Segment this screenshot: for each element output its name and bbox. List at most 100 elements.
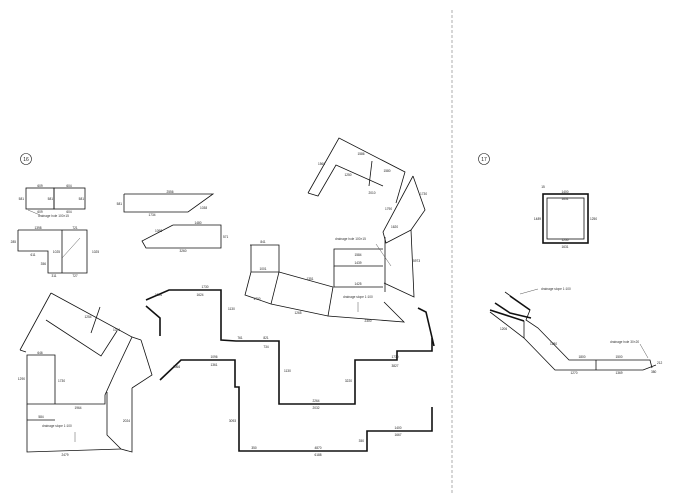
svg-text:drainage hole 100×15: drainage hole 100×15 xyxy=(335,237,366,241)
svg-text:1130: 1130 xyxy=(228,307,235,311)
svg-text:285: 285 xyxy=(11,240,17,244)
svg-text:1250: 1250 xyxy=(561,238,568,242)
svg-text:1800: 1800 xyxy=(578,355,585,359)
svg-text:1026: 1026 xyxy=(155,293,162,297)
svg-text:2300: 2300 xyxy=(364,319,371,323)
svg-text:356: 356 xyxy=(41,262,47,266)
svg-text:1096: 1096 xyxy=(210,355,217,359)
svg-text:1400: 1400 xyxy=(394,426,401,430)
svg-text:1730: 1730 xyxy=(420,192,427,196)
svg-text:3260: 3260 xyxy=(179,249,186,253)
svg-text:1001: 1001 xyxy=(259,267,266,271)
svg-text:2264: 2264 xyxy=(312,399,319,403)
svg-text:1790: 1790 xyxy=(385,207,392,211)
svg-text:581: 581 xyxy=(79,197,85,201)
svg-text:1270: 1270 xyxy=(570,371,577,375)
svg-text:16: 16 xyxy=(23,157,29,163)
svg-text:1098: 1098 xyxy=(155,229,162,233)
svg-text:1250: 1250 xyxy=(590,217,597,221)
svg-text:761: 761 xyxy=(237,336,243,340)
svg-text:1439: 1439 xyxy=(354,261,361,265)
svg-text:1026: 1026 xyxy=(113,328,120,332)
svg-text:581: 581 xyxy=(48,197,54,201)
svg-text:584: 584 xyxy=(38,415,44,419)
svg-text:1290: 1290 xyxy=(18,377,25,381)
svg-text:drainage slope 1:100: drainage slope 1:100 xyxy=(541,287,571,291)
svg-text:581: 581 xyxy=(19,197,25,201)
svg-text:5973: 5973 xyxy=(413,259,420,263)
svg-text:609: 609 xyxy=(37,184,43,188)
svg-text:1265: 1265 xyxy=(294,311,301,315)
svg-text:1425: 1425 xyxy=(354,282,361,286)
svg-text:1130: 1130 xyxy=(284,369,291,373)
svg-text:drainage hole 100×15: drainage hole 100×15 xyxy=(38,214,69,218)
svg-text:1667: 1667 xyxy=(394,433,401,437)
svg-text:311: 311 xyxy=(51,274,56,278)
svg-text:1250: 1250 xyxy=(344,173,351,177)
section-marker-16: 16 xyxy=(20,153,32,165)
svg-text:1500: 1500 xyxy=(615,355,622,359)
svg-text:604: 604 xyxy=(66,184,72,188)
svg-text:611: 611 xyxy=(30,253,35,257)
svg-text:609: 609 xyxy=(37,210,43,214)
svg-text:1700: 1700 xyxy=(253,297,260,301)
svg-text:604: 604 xyxy=(66,210,72,214)
svg-text:1369: 1369 xyxy=(615,371,622,375)
svg-text:4870: 4870 xyxy=(314,446,321,450)
panel-composite-center: 1586 1560 1250 1580 2010 1790 1730 1620 … xyxy=(244,137,427,323)
section-marker-17: 17 xyxy=(478,153,490,165)
svg-text:1480: 1480 xyxy=(194,221,201,225)
gutter-run-upper: 1730 1624 1026 1130 761 821 734 1130 226… xyxy=(145,285,433,410)
svg-text:2010: 2010 xyxy=(368,191,375,195)
panel-composite-17: drainage slope 1:100 drainage hole 30×20… xyxy=(489,287,663,375)
svg-text:727: 727 xyxy=(72,274,78,278)
svg-text:6188: 6188 xyxy=(314,453,321,457)
svg-text:1580: 1580 xyxy=(383,169,390,173)
panel-composite-left: 1964 2479 1730 646 1290 584 1254 1026 20… xyxy=(18,292,153,457)
gutter-small-right xyxy=(417,307,435,347)
svg-text:3827: 3827 xyxy=(391,364,398,368)
svg-text:drainage slope 1:100: drainage slope 1:100 xyxy=(42,424,72,428)
svg-text:380: 380 xyxy=(651,370,657,374)
svg-text:350: 350 xyxy=(251,446,257,450)
svg-text:1964: 1964 xyxy=(74,406,81,410)
svg-text:1398: 1398 xyxy=(34,226,41,230)
svg-text:3220: 3220 xyxy=(345,379,352,383)
svg-text:721: 721 xyxy=(72,226,78,230)
svg-text:2024: 2024 xyxy=(123,419,130,423)
panel-l-shape: 1398 721 285 611 356 1025 1025 311 727 xyxy=(11,226,100,278)
svg-text:1254: 1254 xyxy=(84,315,91,319)
svg-text:1730: 1730 xyxy=(391,355,398,359)
svg-text:350: 350 xyxy=(359,439,365,443)
svg-text:2479: 2479 xyxy=(61,453,68,457)
svg-text:1620: 1620 xyxy=(391,225,398,229)
panel-angled-top: 2556 1734 1038 581 xyxy=(117,190,215,217)
svg-text:1361: 1361 xyxy=(210,363,217,367)
panel-angled-mid: 1480 1098 3260 571 xyxy=(141,221,229,253)
svg-text:646: 646 xyxy=(37,351,43,355)
svg-text:1631: 1631 xyxy=(561,197,568,201)
svg-text:821: 821 xyxy=(263,336,269,340)
svg-text:841: 841 xyxy=(260,240,266,244)
panel-square-17: 1400 1631 1250 1631 1489 1250 15 xyxy=(534,185,597,249)
svg-text:1734: 1734 xyxy=(148,213,155,217)
gutter-run-lower: 1096 1361 1066 3093 4870 6188 350 1400 1… xyxy=(159,355,433,457)
svg-text:1351: 1351 xyxy=(306,277,313,281)
svg-text:drainage slope 1:100: drainage slope 1:100 xyxy=(343,295,373,299)
svg-text:734: 734 xyxy=(263,345,269,349)
svg-text:17: 17 xyxy=(481,157,487,163)
svg-text:1584: 1584 xyxy=(354,253,361,257)
svg-text:15: 15 xyxy=(541,185,545,189)
svg-text:212: 212 xyxy=(657,361,663,365)
svg-text:1066: 1066 xyxy=(173,365,180,369)
svg-text:1730: 1730 xyxy=(201,285,208,289)
svg-text:3093: 3093 xyxy=(229,419,236,423)
svg-text:1025: 1025 xyxy=(53,250,60,254)
panel-double-rect: 609 604 609 604 581 581 581 drainage hol… xyxy=(19,184,86,218)
svg-text:571: 571 xyxy=(223,235,229,239)
svg-text:1560: 1560 xyxy=(318,162,325,166)
svg-text:1586: 1586 xyxy=(357,152,364,156)
svg-text:1624: 1624 xyxy=(196,293,203,297)
